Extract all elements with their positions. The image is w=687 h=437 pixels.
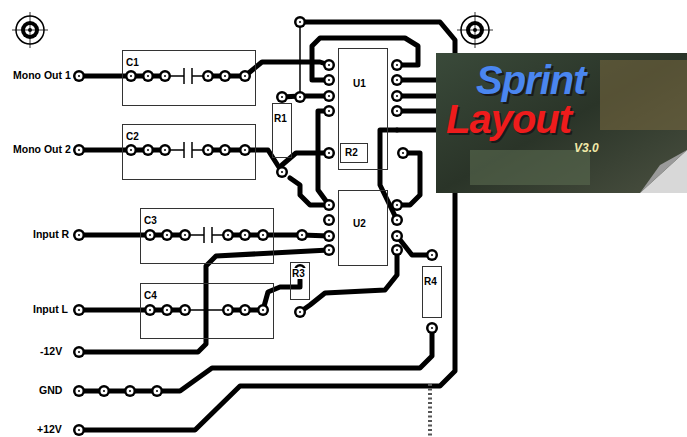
terminal-label: Input L xyxy=(32,304,69,315)
terminal-label: -12V xyxy=(39,346,63,357)
resistor-outline: R4 xyxy=(422,266,442,318)
terminal-label: Mono Out 2 xyxy=(12,144,72,155)
logo-text: Layout xyxy=(446,99,571,139)
capacitor-outline: C2 xyxy=(122,124,256,180)
part-name: C2 xyxy=(125,131,140,142)
part-name: C1 xyxy=(125,57,140,68)
terminal-label: Input R xyxy=(32,229,70,240)
capacitor-outline: C4 xyxy=(140,283,274,339)
terminal-label: Mono Out 1 xyxy=(12,70,72,81)
part-name: C4 xyxy=(143,290,158,301)
logo-picture xyxy=(436,53,687,193)
part-name: R3 xyxy=(291,268,306,279)
copper-traces xyxy=(79,22,455,430)
resistor-outline: R3 xyxy=(290,262,310,300)
part-name: R2 xyxy=(344,147,359,158)
logo-text: Sprint xyxy=(476,60,586,100)
terminal-label: GND xyxy=(38,385,63,396)
part-name: R1 xyxy=(273,113,288,124)
mounting-holes xyxy=(12,12,493,48)
part-name: U2 xyxy=(352,218,367,229)
capacitor-outline: C3 xyxy=(140,208,274,264)
logo-version: V3.0 xyxy=(574,142,599,154)
part-name: U1 xyxy=(352,78,367,89)
capacitor-outline: C1 xyxy=(122,50,256,106)
part-name: C3 xyxy=(143,215,158,226)
resistor-outline: R2 xyxy=(340,143,368,163)
terminal-label: +12V xyxy=(36,424,63,435)
solder-pads xyxy=(73,16,438,436)
resistor-outline: R1 xyxy=(272,103,292,158)
part-name: R4 xyxy=(423,276,438,287)
ic-outline: U2 xyxy=(338,190,388,266)
